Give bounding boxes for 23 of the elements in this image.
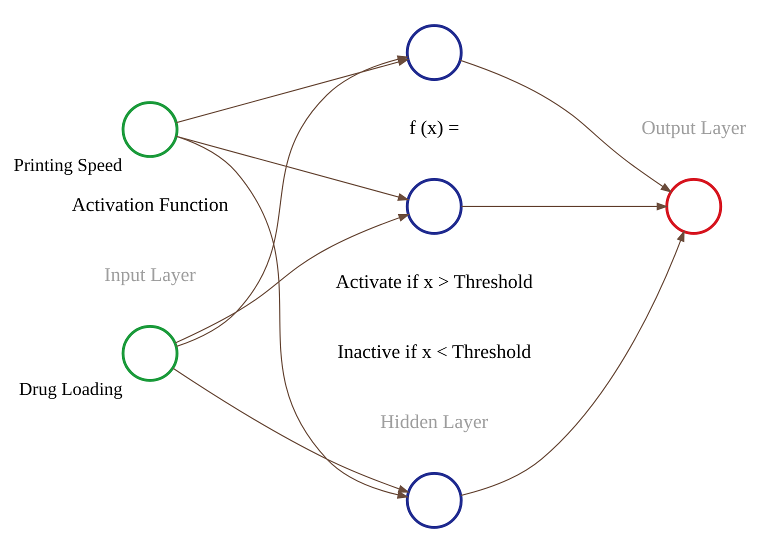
- arrow: [174, 213, 410, 343]
- arrow: [176, 58, 410, 123]
- label: Hidden Layer: [380, 412, 488, 433]
- node-label: Printing Speed: [14, 154, 122, 175]
- arrow: [176, 135, 410, 200]
- label: Output Layer: [641, 118, 746, 139]
- node-circle: [122, 100, 178, 158]
- arrow: [176, 135, 409, 498]
- label: Inactive if x < Threshold: [337, 342, 532, 363]
- label: f (x) =: [409, 118, 460, 139]
- node-circle: [406, 24, 463, 80]
- node-circle: [406, 178, 463, 234]
- arrow: [460, 230, 685, 496]
- arrow: [460, 59, 672, 192]
- arrow: [172, 367, 410, 492]
- arrow: [461, 202, 668, 210]
- label: Activation Function: [72, 194, 228, 216]
- label: Activate if x > Threshold: [336, 272, 533, 293]
- node-circle: [122, 324, 178, 382]
- label: Input Layer: [104, 264, 196, 286]
- node-label: Drug Loading: [19, 378, 123, 399]
- node-circle: [665, 178, 722, 234]
- node-circle: [406, 472, 463, 528]
